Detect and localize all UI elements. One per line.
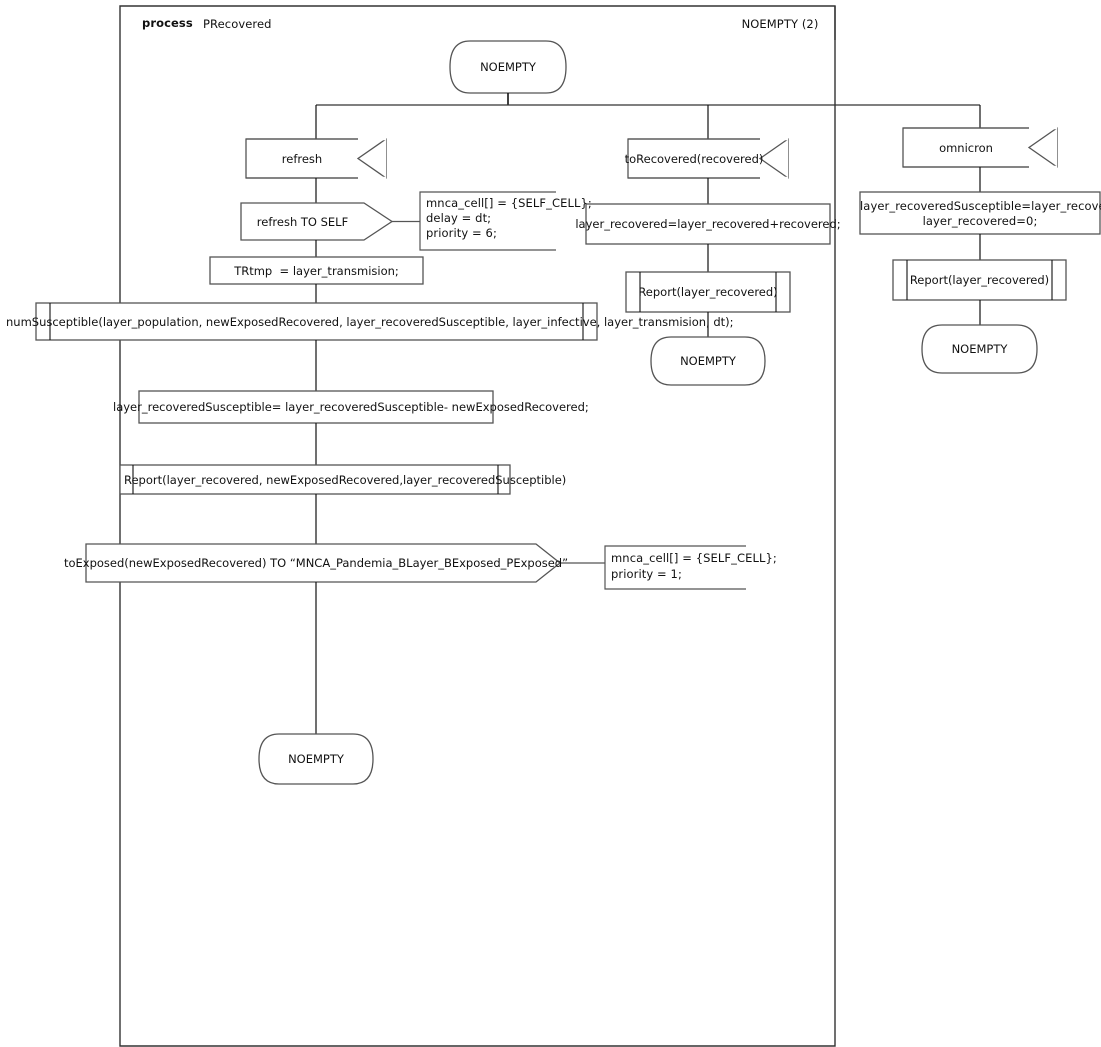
task-label-layer-recovered-susceptible: layer_recoveredSusceptible= layer_recove… — [113, 400, 589, 414]
task-label-trtmp: TRtmp = layer_transmision; — [234, 263, 399, 278]
procedure-label-report-mid: Report(layer_recovered) — [638, 285, 778, 299]
procedure-label-report-left: Report(layer_recovered, newExposedRecove… — [124, 472, 567, 487]
task-label-omnicron-line-2: layer_recovered=0; — [922, 214, 1038, 228]
comment-refresh-line-2: delay = dt; — [426, 211, 492, 225]
output-label-refresh-to-self: refresh TO SELF — [256, 214, 349, 229]
end-state-label-mid: NOEMPTY — [680, 354, 736, 368]
input-label-refresh: refresh — [281, 151, 323, 166]
end-state-label-left: NOEMPTY — [288, 752, 344, 766]
task-label-omnicron-line-1: layer_recoveredSusceptible=layer_recover… — [860, 199, 1101, 213]
procedure-label-numsusceptible: numSusceptible(layer_population, newExpo… — [6, 314, 734, 329]
input-label-omnicron: omnicron — [939, 140, 993, 155]
comment-toexposed-line-1: mnca_cell[] = {SELF_CELL}; — [611, 551, 777, 565]
comment-refresh-line-1: mnca_cell[] = {SELF_CELL}; — [426, 196, 592, 210]
frame-process-name: PRecovered — [203, 17, 272, 31]
frame-corner-label: NOEMPTY (2) — [741, 17, 819, 31]
end-state-label-right: NOEMPTY — [951, 342, 1008, 356]
comment-toexposed-line-2: priority = 1; — [611, 567, 682, 581]
start-state-connectors — [315, 93, 981, 139]
comment-refresh-line-3: priority = 6; — [426, 226, 497, 240]
input-label-torecovered: toRecovered(recovered) — [624, 151, 764, 166]
output-label-toexposed: toExposed(newExposedRecovered) TO “MNCA_… — [63, 556, 569, 570]
frame-keyword: process — [142, 16, 193, 30]
start-state-label: NOEMPTY — [480, 60, 536, 74]
procedure-label-report-right: Report(layer_recovered) — [909, 273, 1050, 287]
task-label-layer-recovered-add: layer_recovered=layer_recovered+recovere… — [575, 217, 841, 231]
